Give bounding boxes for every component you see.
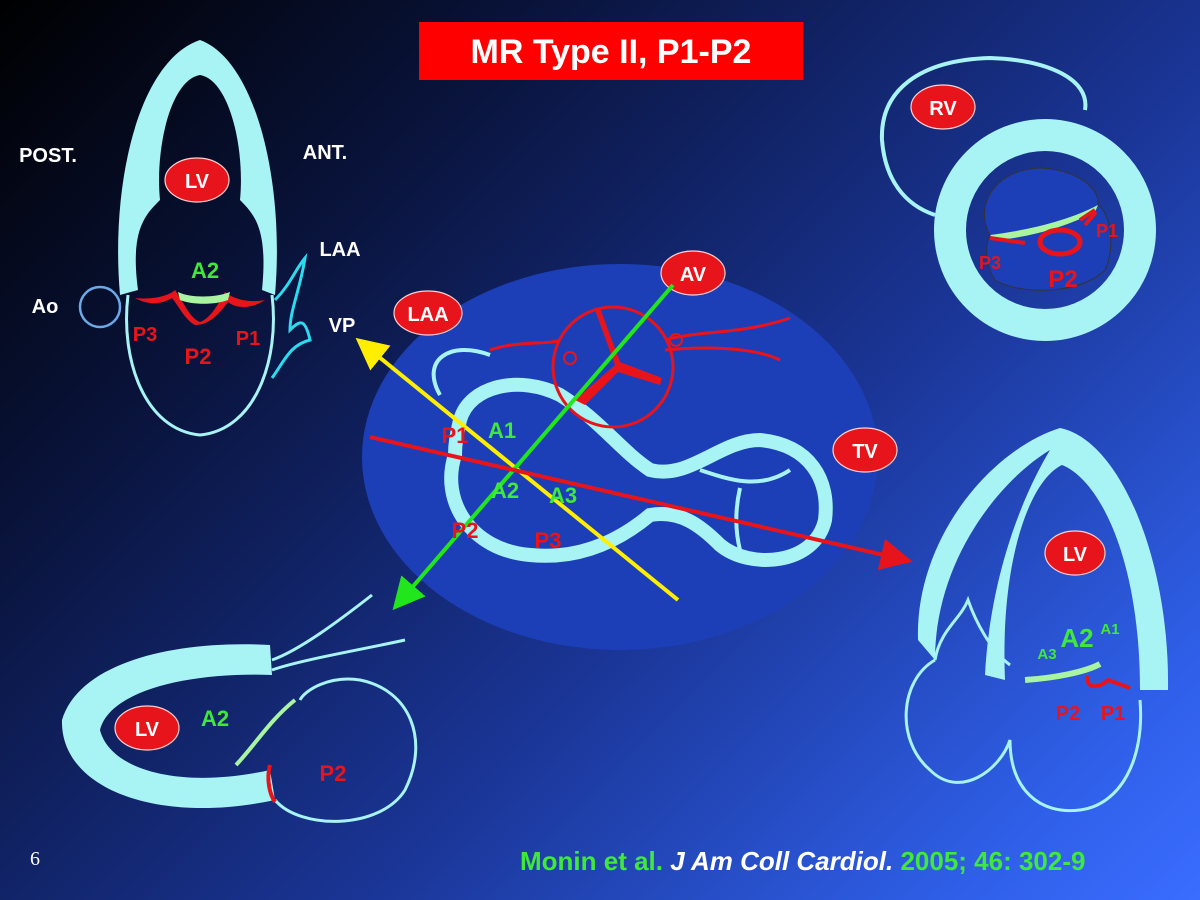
slide-number: 6 <box>30 848 40 870</box>
p2-label: P2 <box>185 344 212 369</box>
bl-lv-label: LV <box>135 719 160 741</box>
p3-label: P3 <box>133 324 157 346</box>
rv-oval <box>910 84 976 130</box>
bottom-right-long-axis-view: LV A2 A1 A3 P2 P1 <box>904 428 1169 813</box>
bottom-left-view: LV A2 P2 <box>61 593 418 823</box>
aorta-label: Ao <box>32 296 59 318</box>
top-right-short-axis-view: RV P1 P3 P2 <box>879 55 1156 341</box>
tv-label: TV <box>852 441 878 463</box>
av-oval <box>660 250 726 296</box>
br-a1-label: A1 <box>1100 621 1119 638</box>
laa-oval <box>393 290 463 336</box>
br-lv-oval <box>1044 530 1106 576</box>
lv-label: LV <box>185 171 210 193</box>
center-valve-view: LAA AV TV P1 A1 A2 A3 P2 P3 <box>355 250 913 650</box>
center-laa-label: LAA <box>407 304 448 326</box>
posterior-label: POST. <box>19 145 77 167</box>
rv-label: RV <box>929 98 957 120</box>
slide-title: MR Type II, P1-P2 <box>471 33 752 71</box>
citation: Monin et al. J Am Coll Cardiol. 2005; 46… <box>520 846 1085 876</box>
br-p1-label: P1 <box>1101 703 1125 725</box>
citation-reference: 2005; 46: 302-9 <box>900 846 1085 876</box>
bl-lv-oval <box>114 705 180 751</box>
citation-journal: J Am Coll Cardiol. <box>670 846 893 876</box>
center-p1-label: P1 <box>442 423 469 448</box>
br-a2-label: A2 <box>1060 623 1093 653</box>
citation-authors: Monin et al. <box>520 846 663 876</box>
center-a1-label: A1 <box>488 418 516 443</box>
br-p2-label: P2 <box>1056 703 1080 725</box>
tr-p3-label: P3 <box>979 253 1001 273</box>
center-a3-label: A3 <box>549 483 577 508</box>
tv-oval <box>832 427 898 473</box>
red-arrow <box>369 435 913 571</box>
top-left-long-axis-view: LV POST. ANT. A2 Ao P3 P2 P1 LAA VP <box>19 40 361 437</box>
center-p2-label: P2 <box>452 518 479 543</box>
br-lv-label: LV <box>1063 544 1088 566</box>
av-label: AV <box>680 264 707 286</box>
laa-label: LAA <box>319 239 360 261</box>
title-box: MR Type II, P1-P2 <box>419 22 803 80</box>
tr-p1-label: P1 <box>1096 221 1118 241</box>
a2-label: A2 <box>191 258 219 283</box>
vp-label: VP <box>329 315 356 337</box>
lv-label-oval <box>164 157 230 203</box>
green-arrow <box>392 283 675 611</box>
center-p3-label: P3 <box>535 528 562 553</box>
anterior-label: ANT. <box>303 142 347 164</box>
center-a2-label: A2 <box>491 478 519 503</box>
p1-label: P1 <box>236 328 260 350</box>
tr-p2-label: P2 <box>1048 266 1077 293</box>
bl-a2-label: A2 <box>201 706 229 731</box>
br-a3-label: A3 <box>1037 646 1056 663</box>
bl-p2-label: P2 <box>320 761 347 786</box>
